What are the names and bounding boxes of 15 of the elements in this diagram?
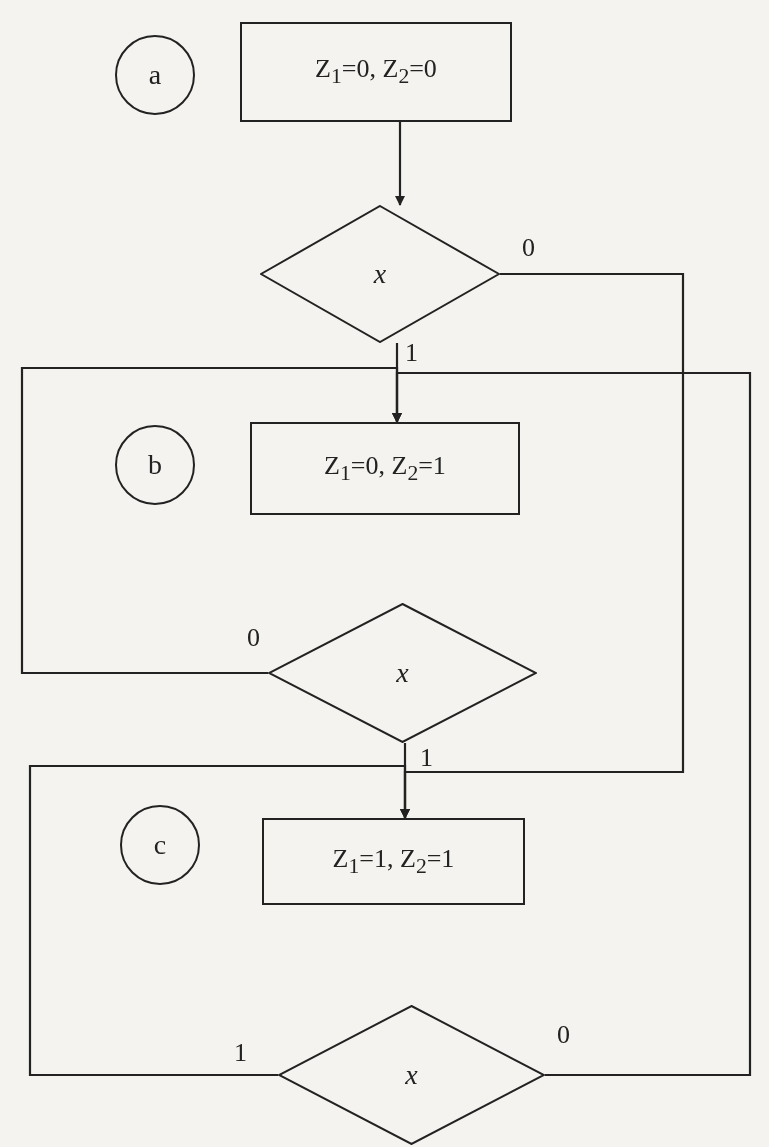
output-values: Z$_{1}$=1, Z$_{2}$=1 [332,843,455,880]
arrow [28,764,410,1077]
condition-variable: x [396,657,409,689]
state-name: b [148,449,162,481]
output-values: Z$_{1}$=0, Z$_{2}$=1 [324,450,446,487]
state-name: c [153,829,167,861]
state-box [250,422,520,515]
state-box [262,818,525,905]
state-box [240,22,512,122]
condition-variable: x [373,258,387,290]
state-name: a [148,59,162,91]
arrow [395,122,405,206]
output-values: Z$_{1}$=0, Z$_{2}$=0 [315,54,437,90]
condition-variable: x [405,1059,418,1091]
arrow [392,371,752,1077]
